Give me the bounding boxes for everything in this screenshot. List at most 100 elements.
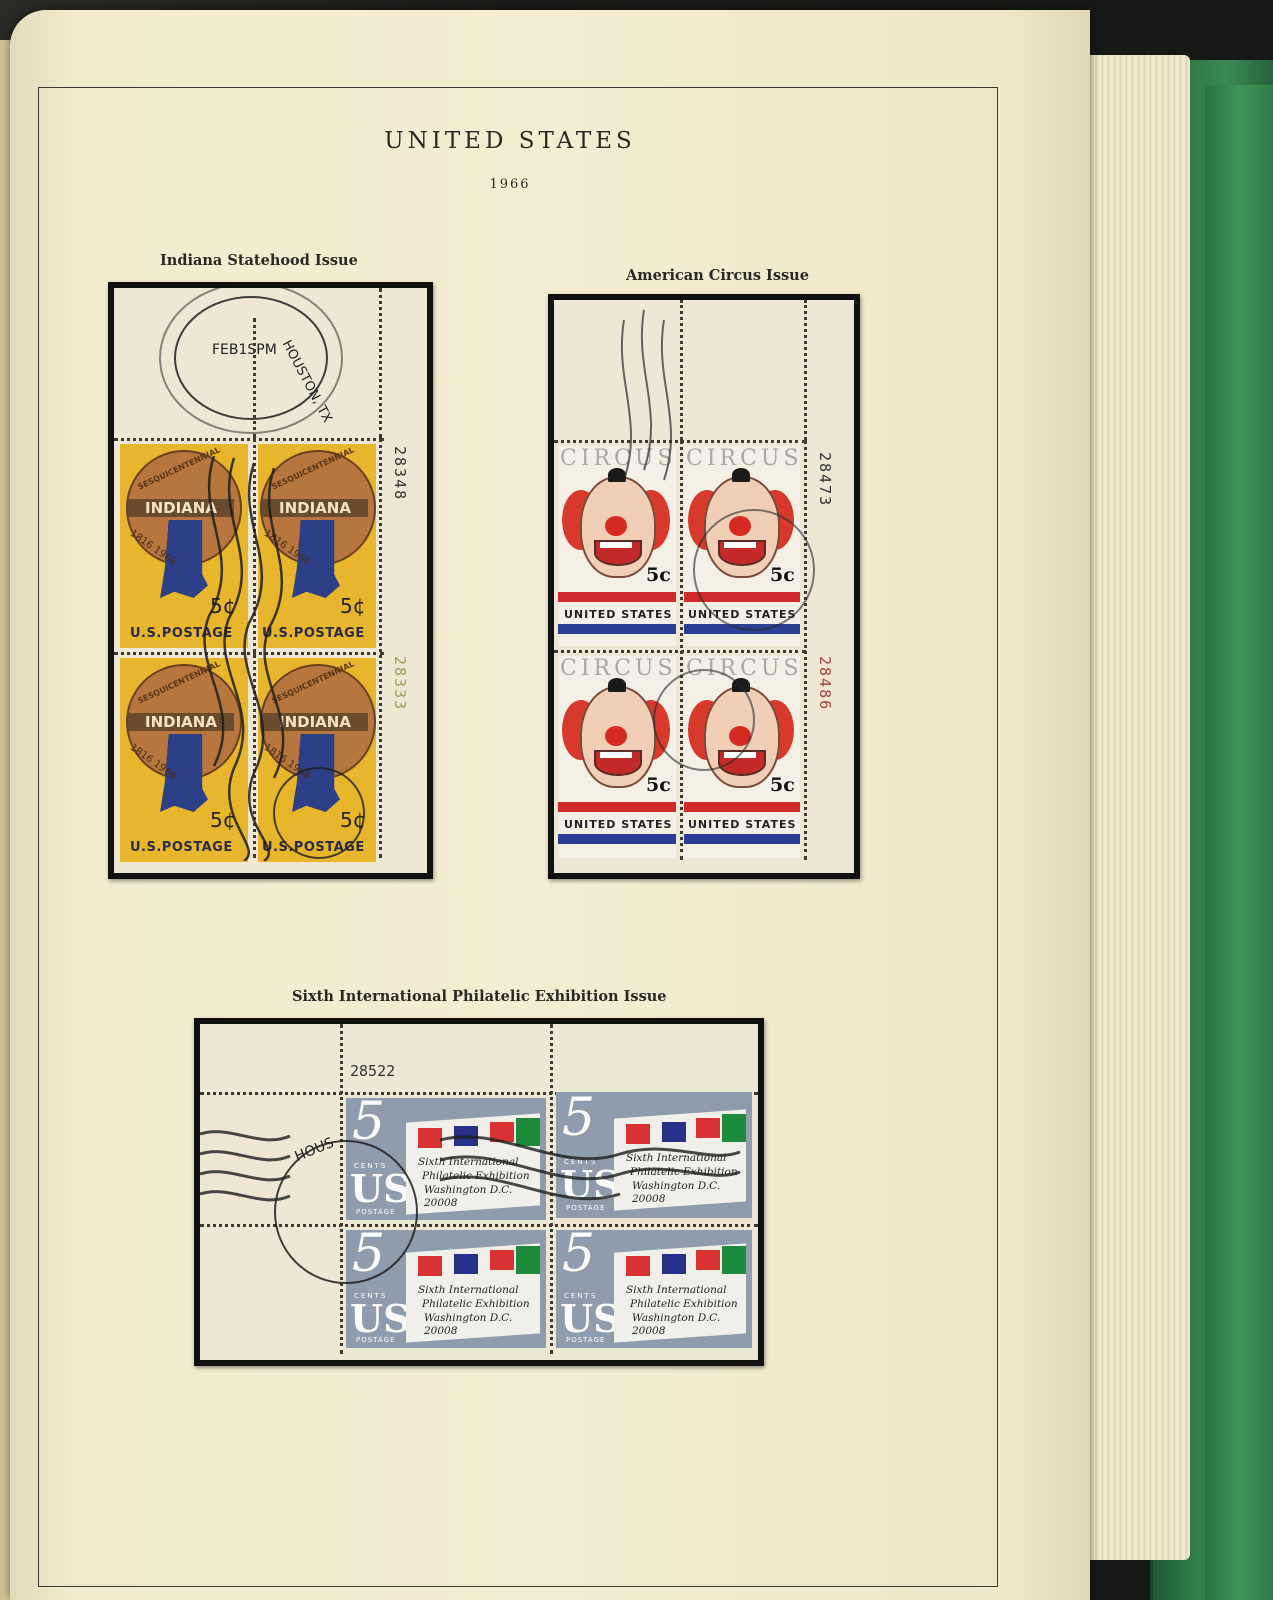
blue-block [454,1254,478,1274]
stamp-cents: CENTS [354,1292,388,1300]
stamp-postage-label: U.S.POSTAGE [130,840,233,855]
blue-stripe [684,624,800,634]
stamp-postage-label: U.S.POSTAGE [130,626,233,641]
stamp-big-five: 5 [562,1230,596,1284]
plate-number: 28333 [391,656,409,712]
clown-hat [732,678,750,692]
stamp-name-banner: INDIANA [262,499,368,517]
red-block [626,1124,650,1144]
clown-nose [605,726,627,746]
clown-hat [608,468,626,482]
stamp-big-five: 5 [562,1092,596,1148]
stamp-us: US [560,1296,621,1341]
indiana-stamp: SESQUICENTENNIAL INDIANA 1816 1966 5¢ U.… [120,444,248,648]
stamp-word: CIRCUS [686,446,800,471]
circus-stamp: CIRCUS 5c UNITED STATES [558,446,676,646]
stamp-country: UNITED STATES [688,608,797,621]
blue-block [454,1126,478,1146]
clown-teeth [600,752,632,758]
indiana-map-icon [160,520,208,598]
album-page: UNITED STATES 1966 Indiana Statehood Iss… [10,10,1090,1600]
stamp-word: CIRCUS [560,446,676,471]
clown-teeth [600,542,632,548]
indiana-plate-block-mount: FEB1SPM HOUSTON, TX 28348 28333 SESQUICE… [108,282,433,879]
red-block [418,1256,442,1276]
postmark-circle [274,1140,418,1284]
green-block [516,1118,540,1146]
selvage-perforation [379,288,382,438]
page-border [38,87,998,1587]
stamp-postage-label: POSTAGE [566,1204,606,1212]
blue-stripe [558,834,676,844]
red-stripe [558,592,676,602]
perforation-row [200,1224,758,1227]
album-page-stack [1080,55,1190,1560]
stamp-script-line: Sixth International [626,1284,727,1296]
plate-number: 28522 [350,1062,396,1080]
album-green-cover-inner [1205,85,1273,1600]
red-stripe [684,802,800,812]
blue-block [662,1122,686,1142]
postmark-date: FEB1SPM [212,342,277,358]
circus-stamp: CIRCUS 5c UNITED STATES [684,656,800,858]
red-block [696,1118,720,1138]
stamp-denomination: 5¢ [340,594,366,618]
stamp-country: UNITED STATES [564,608,673,621]
perforation-row [114,652,384,655]
circus-plate-block: 28473 28486 CIRCUS 5c UNITED STATES [554,300,854,873]
stamp-cents: CENTS [564,1292,598,1300]
clown-hat [608,678,626,692]
stamp-us: US [560,1162,621,1207]
stamp-script-line: Washington D.C. 20008 [424,1184,513,1209]
indiana-map-icon [292,520,340,598]
stamp-postage-label: U.S.POSTAGE [262,626,365,641]
clown-nose [729,726,751,746]
clown-teeth [724,752,756,758]
red-block [696,1250,720,1270]
stamp-script-line: Sixth International [626,1152,727,1164]
stamp-denomination: 5¢ [210,808,236,832]
plate-number: 28473 [816,452,834,508]
perforation-col [253,438,256,858]
clown-teeth [724,542,756,548]
stamp-name-banner: INDIANA [128,499,234,517]
circus-stamp: CIRCUS 5c UNITED STATES [684,446,800,646]
stamp-script-line: Philatelic Exhibition [630,1166,738,1178]
red-block [490,1250,514,1270]
red-stripe [684,592,800,602]
blue-stripe [558,624,676,634]
stamp-name-banner: INDIANA [128,713,234,731]
stamp-denomination: 5¢ [340,808,366,832]
perforation-row [200,1092,758,1095]
perforation-col [379,438,382,858]
green-block [722,1246,746,1274]
red-block [490,1122,514,1142]
plate-number: 28348 [391,446,409,502]
stamp-script-line: Washington D.C. 20008 [632,1180,721,1205]
stamp-postage-label: POSTAGE [356,1336,396,1344]
green-block [516,1246,540,1274]
stamp-name-banner: INDIANA [262,713,368,731]
red-block [626,1256,650,1276]
stamp-denomination: 5c [646,774,671,796]
perforation-row [114,438,384,441]
selvage-perforation [253,318,256,438]
stamp-country: UNITED STATES [564,818,673,831]
sixth-international-stamp: 5 CENTS US POSTAGE Sixth International P… [556,1092,752,1218]
circus-stamp: CIRCUS 5c UNITED STATES [558,656,676,858]
perforation-col [804,440,807,860]
stamp-postage-label: POSTAGE [566,1336,606,1344]
selvage-perforation [680,300,683,440]
stamp-denomination: 5c [646,564,671,586]
red-stripe [558,802,676,812]
stamp-script-line: Sixth International [418,1284,519,1296]
clown-nose [605,516,627,536]
postmark-ring [159,288,343,434]
sixth-international-plate-block: 28522 5 CENTS US POSTAGE Sixth Internati… [200,1024,758,1360]
green-block [722,1114,746,1142]
stamp-script-line: Philatelic Exhibition [422,1298,530,1310]
issue-title-circus: American Circus Issue [626,267,809,284]
perforation-col [550,1024,553,1354]
selvage-perforation [804,300,807,440]
